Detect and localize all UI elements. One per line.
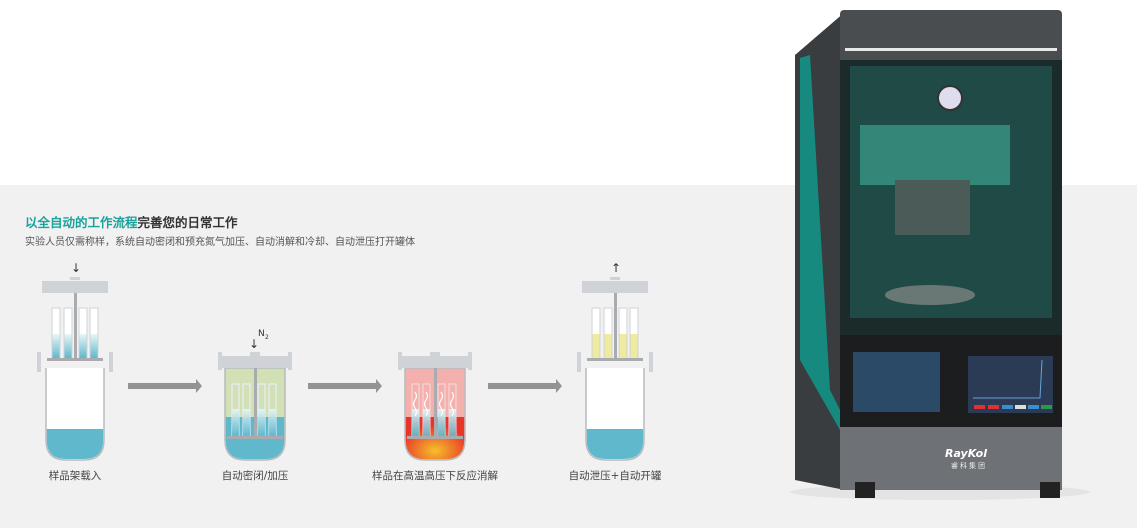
up-arrow-icon: ↑ xyxy=(611,261,621,275)
step-label-3: 样品在高温高压下反应消解 xyxy=(372,470,498,482)
step-label-2: 自动密闭/加压 xyxy=(221,470,289,482)
digestion-instrument xyxy=(790,10,1090,500)
vessel-step-1: ↓ xyxy=(37,261,113,461)
step-label-4: 自动泄压+自动开罐 xyxy=(568,470,662,482)
nitrogen-subscript: 2 xyxy=(265,334,269,341)
step-label-1: 样品架载入 xyxy=(48,470,102,482)
title-highlight: 以全自动的工作流程 xyxy=(25,215,138,230)
down-arrow-icon: ↓ xyxy=(249,337,259,351)
vessel-step-3 xyxy=(398,352,472,461)
brand-logo-cn: 睿科集团 xyxy=(951,462,987,470)
chart-touchscreen xyxy=(968,356,1053,413)
section-title: 以全自动的工作流程完善您的日常工作 xyxy=(25,212,238,231)
down-arrow-icon: ↓ xyxy=(71,261,81,275)
control-touchscreen xyxy=(853,352,940,412)
vessel-step-2: ↓ N 2 xyxy=(218,329,292,461)
section-subtitle: 实验人员仅需称样，系统自动密闭和预充氮气加压、自动消解和冷却、自动泄压打开罐体 xyxy=(25,237,415,248)
title-rest: 完善您的日常工作 xyxy=(137,215,238,230)
vessel-step-4: ↑ xyxy=(577,261,653,461)
brand-logo: RayKol xyxy=(945,447,987,460)
flow-arrow-1 xyxy=(128,379,202,393)
flow-arrow-2 xyxy=(308,379,382,393)
nitrogen-label: N xyxy=(258,329,265,339)
flow-arrow-3 xyxy=(488,379,562,393)
